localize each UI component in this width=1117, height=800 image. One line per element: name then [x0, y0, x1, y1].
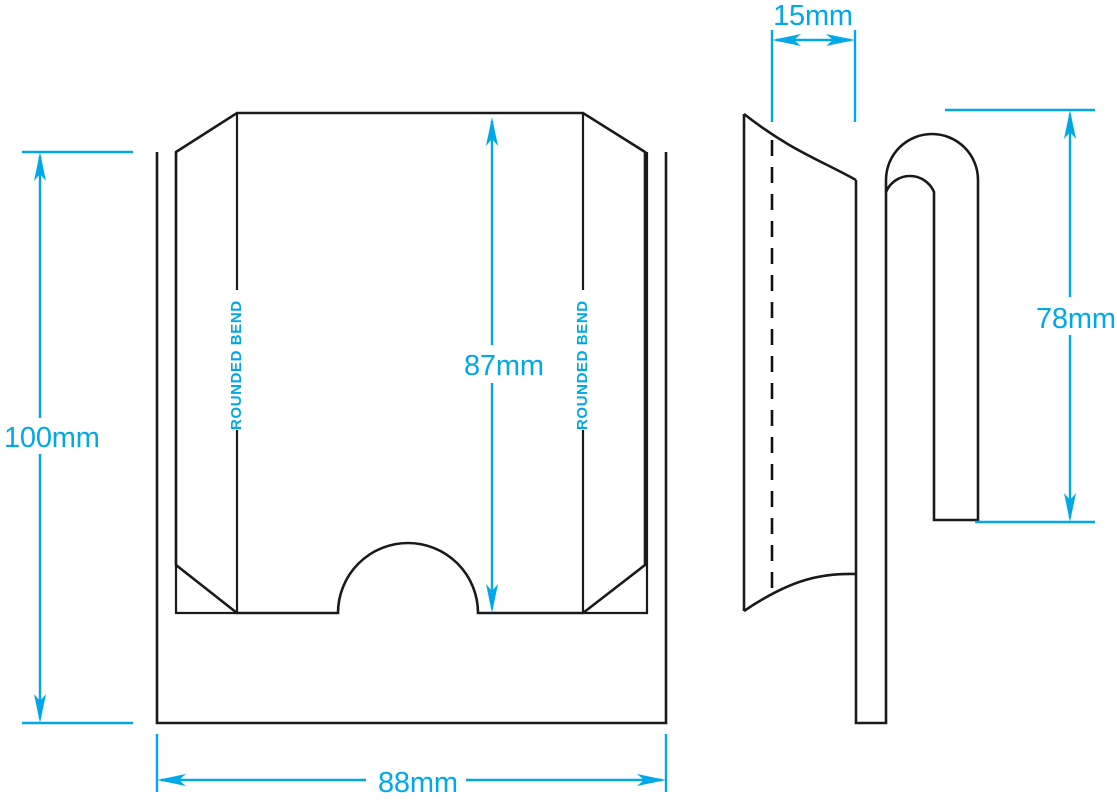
front-view-right-flange [583, 152, 649, 615]
dim-100mm-arrow-top [34, 152, 46, 181]
dim-87mm-label: 87mm [464, 350, 544, 382]
dim-88mm-text-mask [366, 762, 466, 798]
dim-87mm-arrow-bottom [486, 584, 498, 613]
dim-88mm-arrow-left [157, 774, 186, 786]
dim-15mm-arrow-right [826, 34, 855, 46]
dimension-pocket-height: 87mm [452, 117, 548, 613]
front-view-back-plate [155, 152, 668, 725]
side-view-top-curve [743, 112, 857, 182]
side-view-group [742, 112, 980, 725]
dim-78mm-arrow-bottom [1064, 493, 1076, 522]
front-view-right-bend-label: ROUNDED BEND [574, 300, 591, 430]
dim-100mm-arrow-bottom [34, 694, 46, 723]
side-view-hook-profile [854, 132, 980, 725]
dimension-hook-depth: 15mm [770, 0, 857, 122]
dimension-width-overall: 88mm [155, 734, 668, 799]
dim-78mm-text-mask [1026, 297, 1117, 335]
front-view-left-bend-label: ROUNDED BEND [228, 300, 245, 430]
dim-87mm-text-mask [452, 345, 548, 383]
dim-100mm-label: 100mm [4, 422, 100, 454]
dim-78mm-label: 78mm [1036, 303, 1116, 335]
side-view-bottom-curve [743, 572, 857, 613]
dim-15mm-arrow-left [772, 34, 801, 46]
dim-100mm-text-mask [0, 418, 92, 454]
dim-88mm-label: 88mm [378, 767, 458, 799]
dim-88mm-arrow-right [637, 774, 666, 786]
dimension-hook-height: 78mm [945, 108, 1117, 524]
front-view-group: ROUNDED BEND ROUNDED BEND [155, 111, 668, 725]
dimension-height-overall: 100mm [0, 150, 133, 725]
dim-15mm-label: 15mm [773, 0, 853, 32]
front-view-pocket-outline [174, 111, 647, 615]
dim-87mm-arrow-top [486, 117, 498, 146]
dim-78mm-arrow-top [1064, 110, 1076, 139]
